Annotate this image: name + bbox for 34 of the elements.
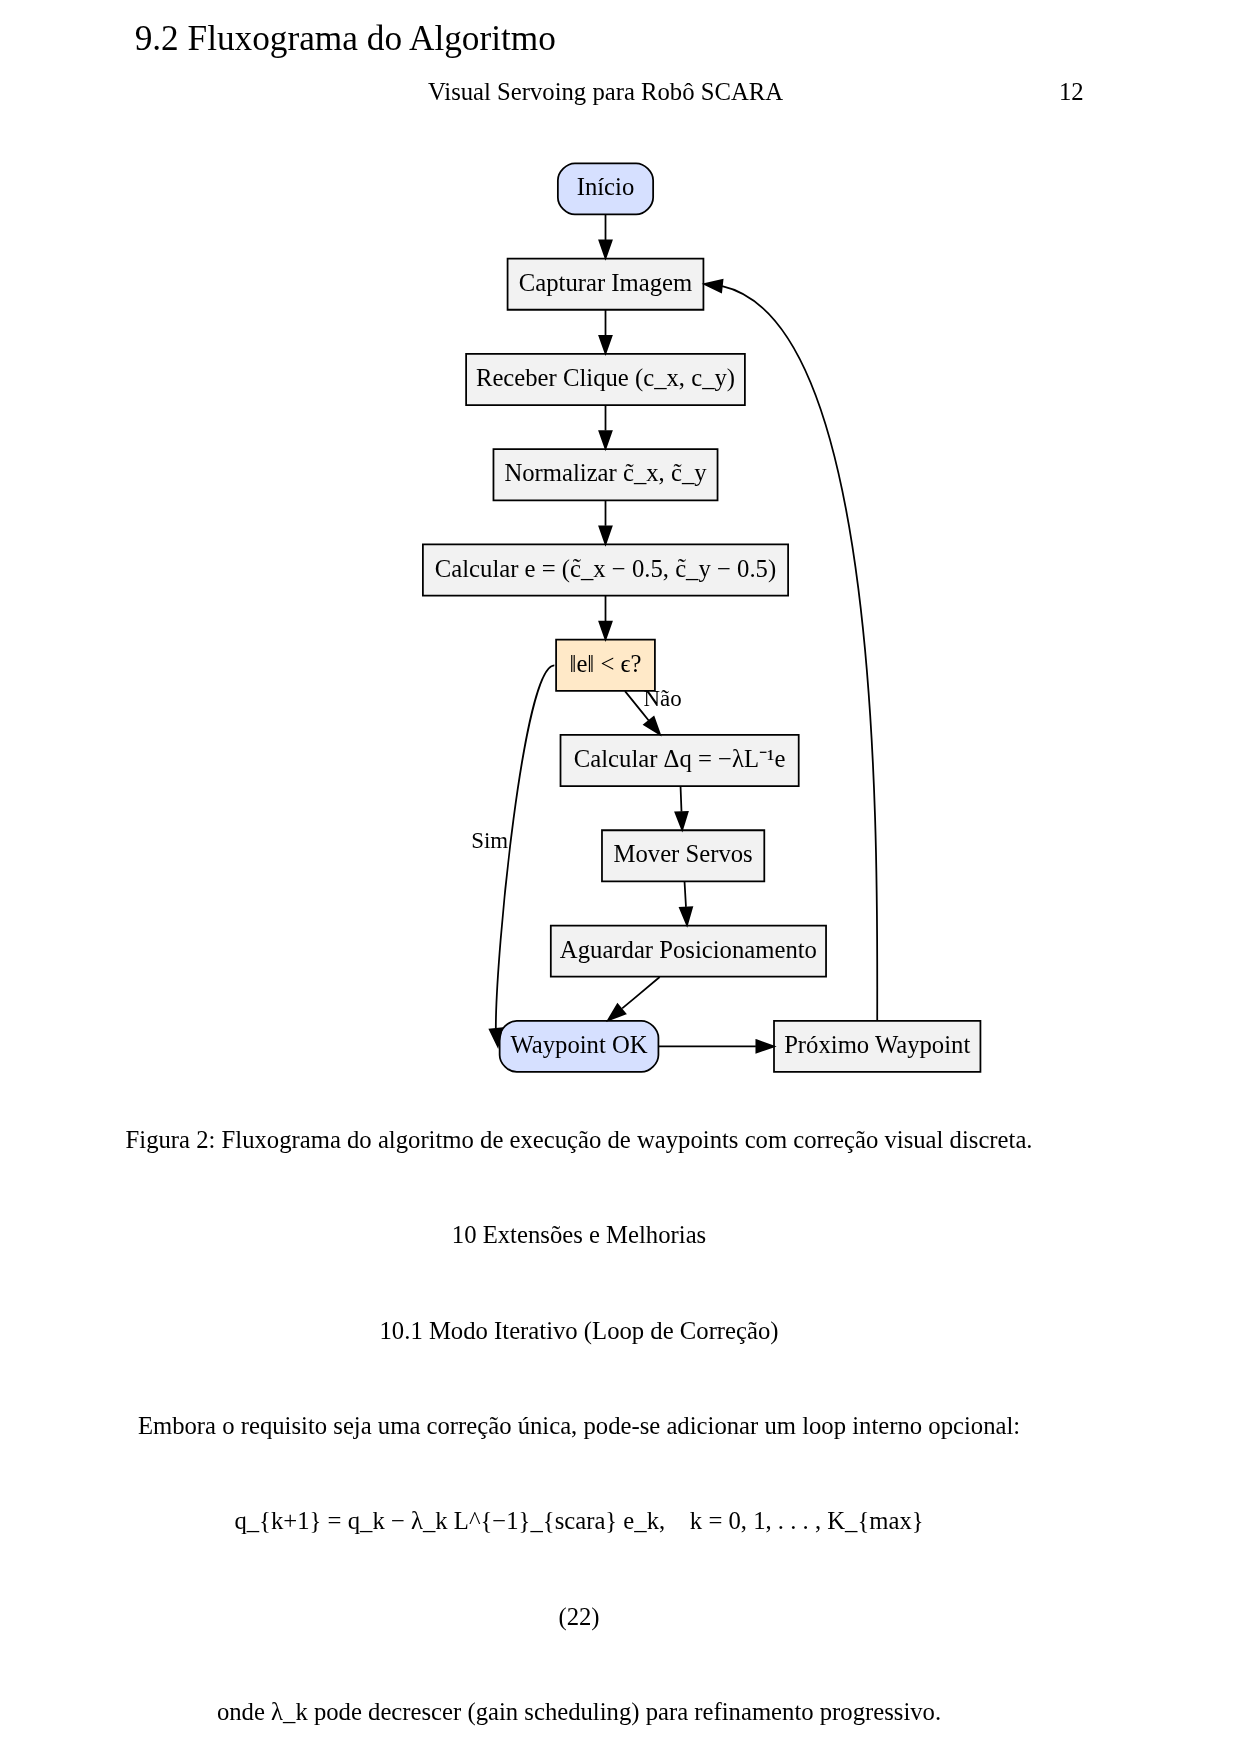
node-box: Mover Servos xyxy=(601,829,766,883)
label: onde λ_k pode decrescer (gain scheduling) para refinamento progressivo. xyxy=(216,1697,942,1725)
arrow xyxy=(488,664,556,1050)
node-box: Início xyxy=(557,162,654,216)
node-box: Normalizar c̃_x, c̃_y xyxy=(492,448,719,502)
label: Embora o requisito seja uma correção única, pode-se adicionar um loop interno opcional: xyxy=(137,1412,1021,1440)
arrow xyxy=(598,309,613,357)
arrow xyxy=(678,880,694,928)
label: 10.1 Modo Iterativo (Loop de Correção) xyxy=(379,1316,779,1344)
label: 12 xyxy=(1058,78,1084,106)
arrow xyxy=(701,278,879,1022)
arrow xyxy=(598,499,613,547)
node-box: Capturar Imagem xyxy=(506,257,705,311)
label: 10 Extensões e Melhorias xyxy=(451,1221,707,1249)
edge-label: Sim xyxy=(471,827,509,853)
node-box: Waypoint OK xyxy=(498,1019,660,1073)
node-box: Próximo Waypoint xyxy=(773,1019,982,1073)
label: q_{k+1} = q_k − λ_k L^{−1}_{scara} e_k, k = 0, 1, . . . , K_{max} xyxy=(234,1507,924,1535)
node-box: Calcular Δq = −λL⁻¹e xyxy=(559,734,800,787)
node-box: Aguardar Posicionamento xyxy=(549,924,827,978)
node-box: ‖e‖ < ϵ? xyxy=(555,638,656,692)
arrow xyxy=(674,785,689,833)
arrow xyxy=(598,404,613,452)
diagram-title: 9.2 Fluxograma do Algoritmo xyxy=(134,19,556,59)
arrow xyxy=(624,690,662,737)
arrow xyxy=(657,1038,777,1054)
node-box: Receber Clique (c_x, c_y) xyxy=(465,353,746,406)
node-box: Calcular e = (c̃_x − 0.5, c̃_y − 0.5) xyxy=(422,543,789,597)
arrow xyxy=(598,595,613,642)
arrow xyxy=(598,213,613,261)
label: (22) xyxy=(558,1602,600,1630)
label: Visual Servoing para Robô SCARA xyxy=(427,78,784,106)
caption: Figura 2: Fluxograma do algoritmo de execução de waypoints com correção visual discreta. xyxy=(125,1126,1033,1154)
arrow xyxy=(605,976,661,1023)
